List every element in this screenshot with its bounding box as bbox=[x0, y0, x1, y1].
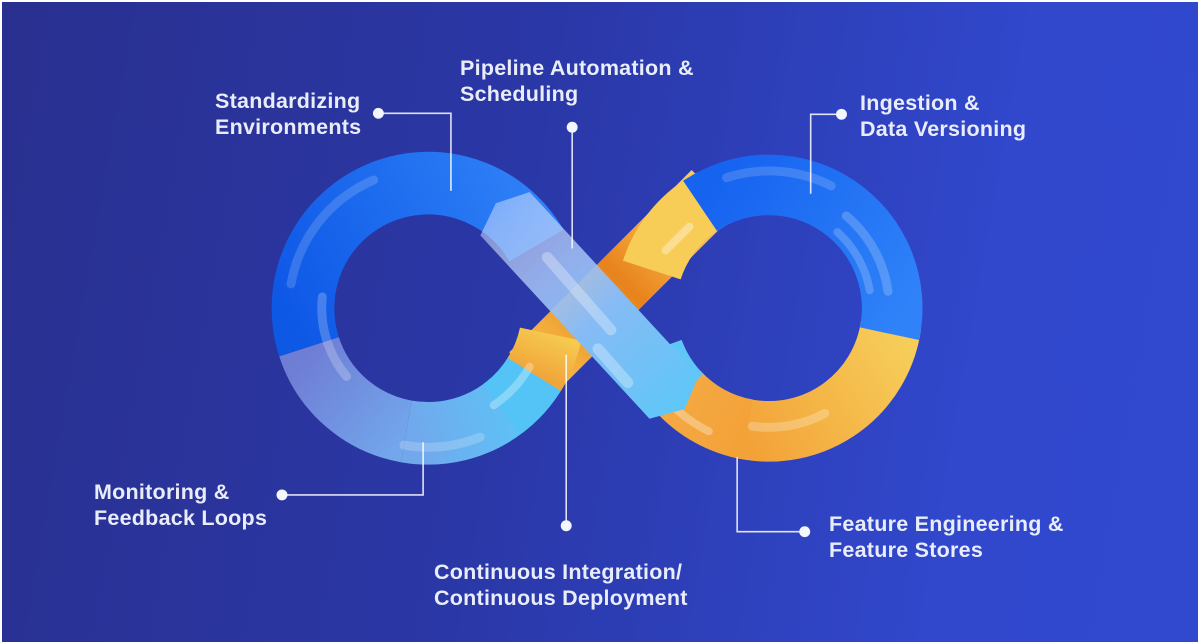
label-ingestion-data-versioning: Ingestion & Data Versioning bbox=[860, 90, 1026, 142]
label-line: Data Versioning bbox=[860, 117, 1027, 141]
connector-dot bbox=[372, 107, 384, 119]
connector-monitoring bbox=[281, 442, 424, 496]
band-highlights bbox=[541, 251, 634, 389]
label-monitoring-feedback-loops: Monitoring & Feedback Loops bbox=[94, 479, 267, 531]
blue-cross-band bbox=[480, 192, 699, 419]
connector-dot bbox=[560, 520, 572, 532]
label-continuous-integration-deployment: Continuous Integration/ Continuous Deplo… bbox=[434, 559, 688, 611]
connector-ingestion bbox=[809, 113, 842, 194]
label-line: Pipeline Automation & bbox=[460, 56, 694, 80]
label-line: Feature Engineering & bbox=[829, 512, 1064, 536]
label-line: Feature Stores bbox=[829, 538, 984, 562]
connector-feature bbox=[736, 457, 805, 533]
label-line: Monitoring & bbox=[94, 480, 230, 504]
connector-dot bbox=[799, 526, 811, 538]
connector-dots bbox=[276, 107, 847, 538]
label-pipeline-automation-scheduling: Pipeline Automation & Scheduling bbox=[460, 55, 694, 107]
label-line: Environments bbox=[215, 115, 362, 139]
right-loop-yellow-arc bbox=[729, 320, 921, 462]
right-loop-blue-arc bbox=[683, 154, 923, 340]
connector-dot bbox=[836, 108, 847, 120]
label-line: Scheduling bbox=[460, 82, 579, 106]
left-loop-periwinkle-arc bbox=[279, 336, 413, 463]
label-line: Standardizing bbox=[215, 89, 361, 113]
connector-dot bbox=[566, 121, 578, 133]
ring-highlights bbox=[286, 166, 893, 452]
left-loop-yellow-entry-arc bbox=[507, 326, 582, 392]
label-line: Continuous Deployment bbox=[434, 586, 688, 610]
connector-standardizing bbox=[378, 112, 452, 191]
left-loop-lightblue-arc bbox=[400, 381, 525, 465]
connector-lines bbox=[281, 112, 842, 533]
label-standardizing-environments: Standardizing Environments bbox=[215, 88, 361, 140]
label-line: Continuous Integration/ bbox=[434, 560, 683, 584]
label-line: Feedback Loops bbox=[94, 506, 268, 530]
label-feature-engineering-stores: Feature Engineering & Feature Stores bbox=[829, 511, 1064, 563]
label-line: Ingestion & bbox=[860, 91, 980, 115]
connector-dot bbox=[276, 489, 288, 501]
